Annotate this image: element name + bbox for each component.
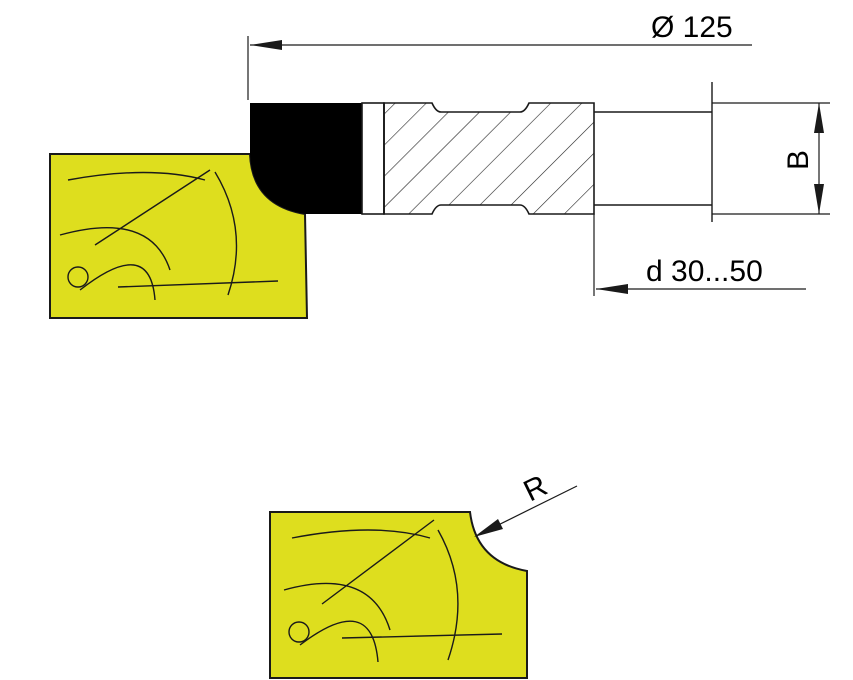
workpiece-top-grain [59,169,279,301]
cutter-assembly [250,82,713,222]
radius-label: R [519,469,553,508]
dimension-bore: d 30...50 [593,214,806,296]
dimension-radius: R [474,469,578,537]
workpiece-bottom-grain [283,519,503,663]
workpiece-bottom [269,511,528,679]
width-label: B [782,150,815,170]
dimension-width: B [712,102,830,215]
diameter-label: Ø 125 [651,11,733,44]
cutter-knife [250,103,362,214]
bore-label: d 30...50 [646,255,763,288]
bore-outline [594,111,712,206]
dimension-diameter: Ø 125 [247,11,752,100]
cutter-spacer [361,102,385,215]
cutter-body-hatched [383,102,595,215]
workpiece-bottom-body [269,511,528,679]
